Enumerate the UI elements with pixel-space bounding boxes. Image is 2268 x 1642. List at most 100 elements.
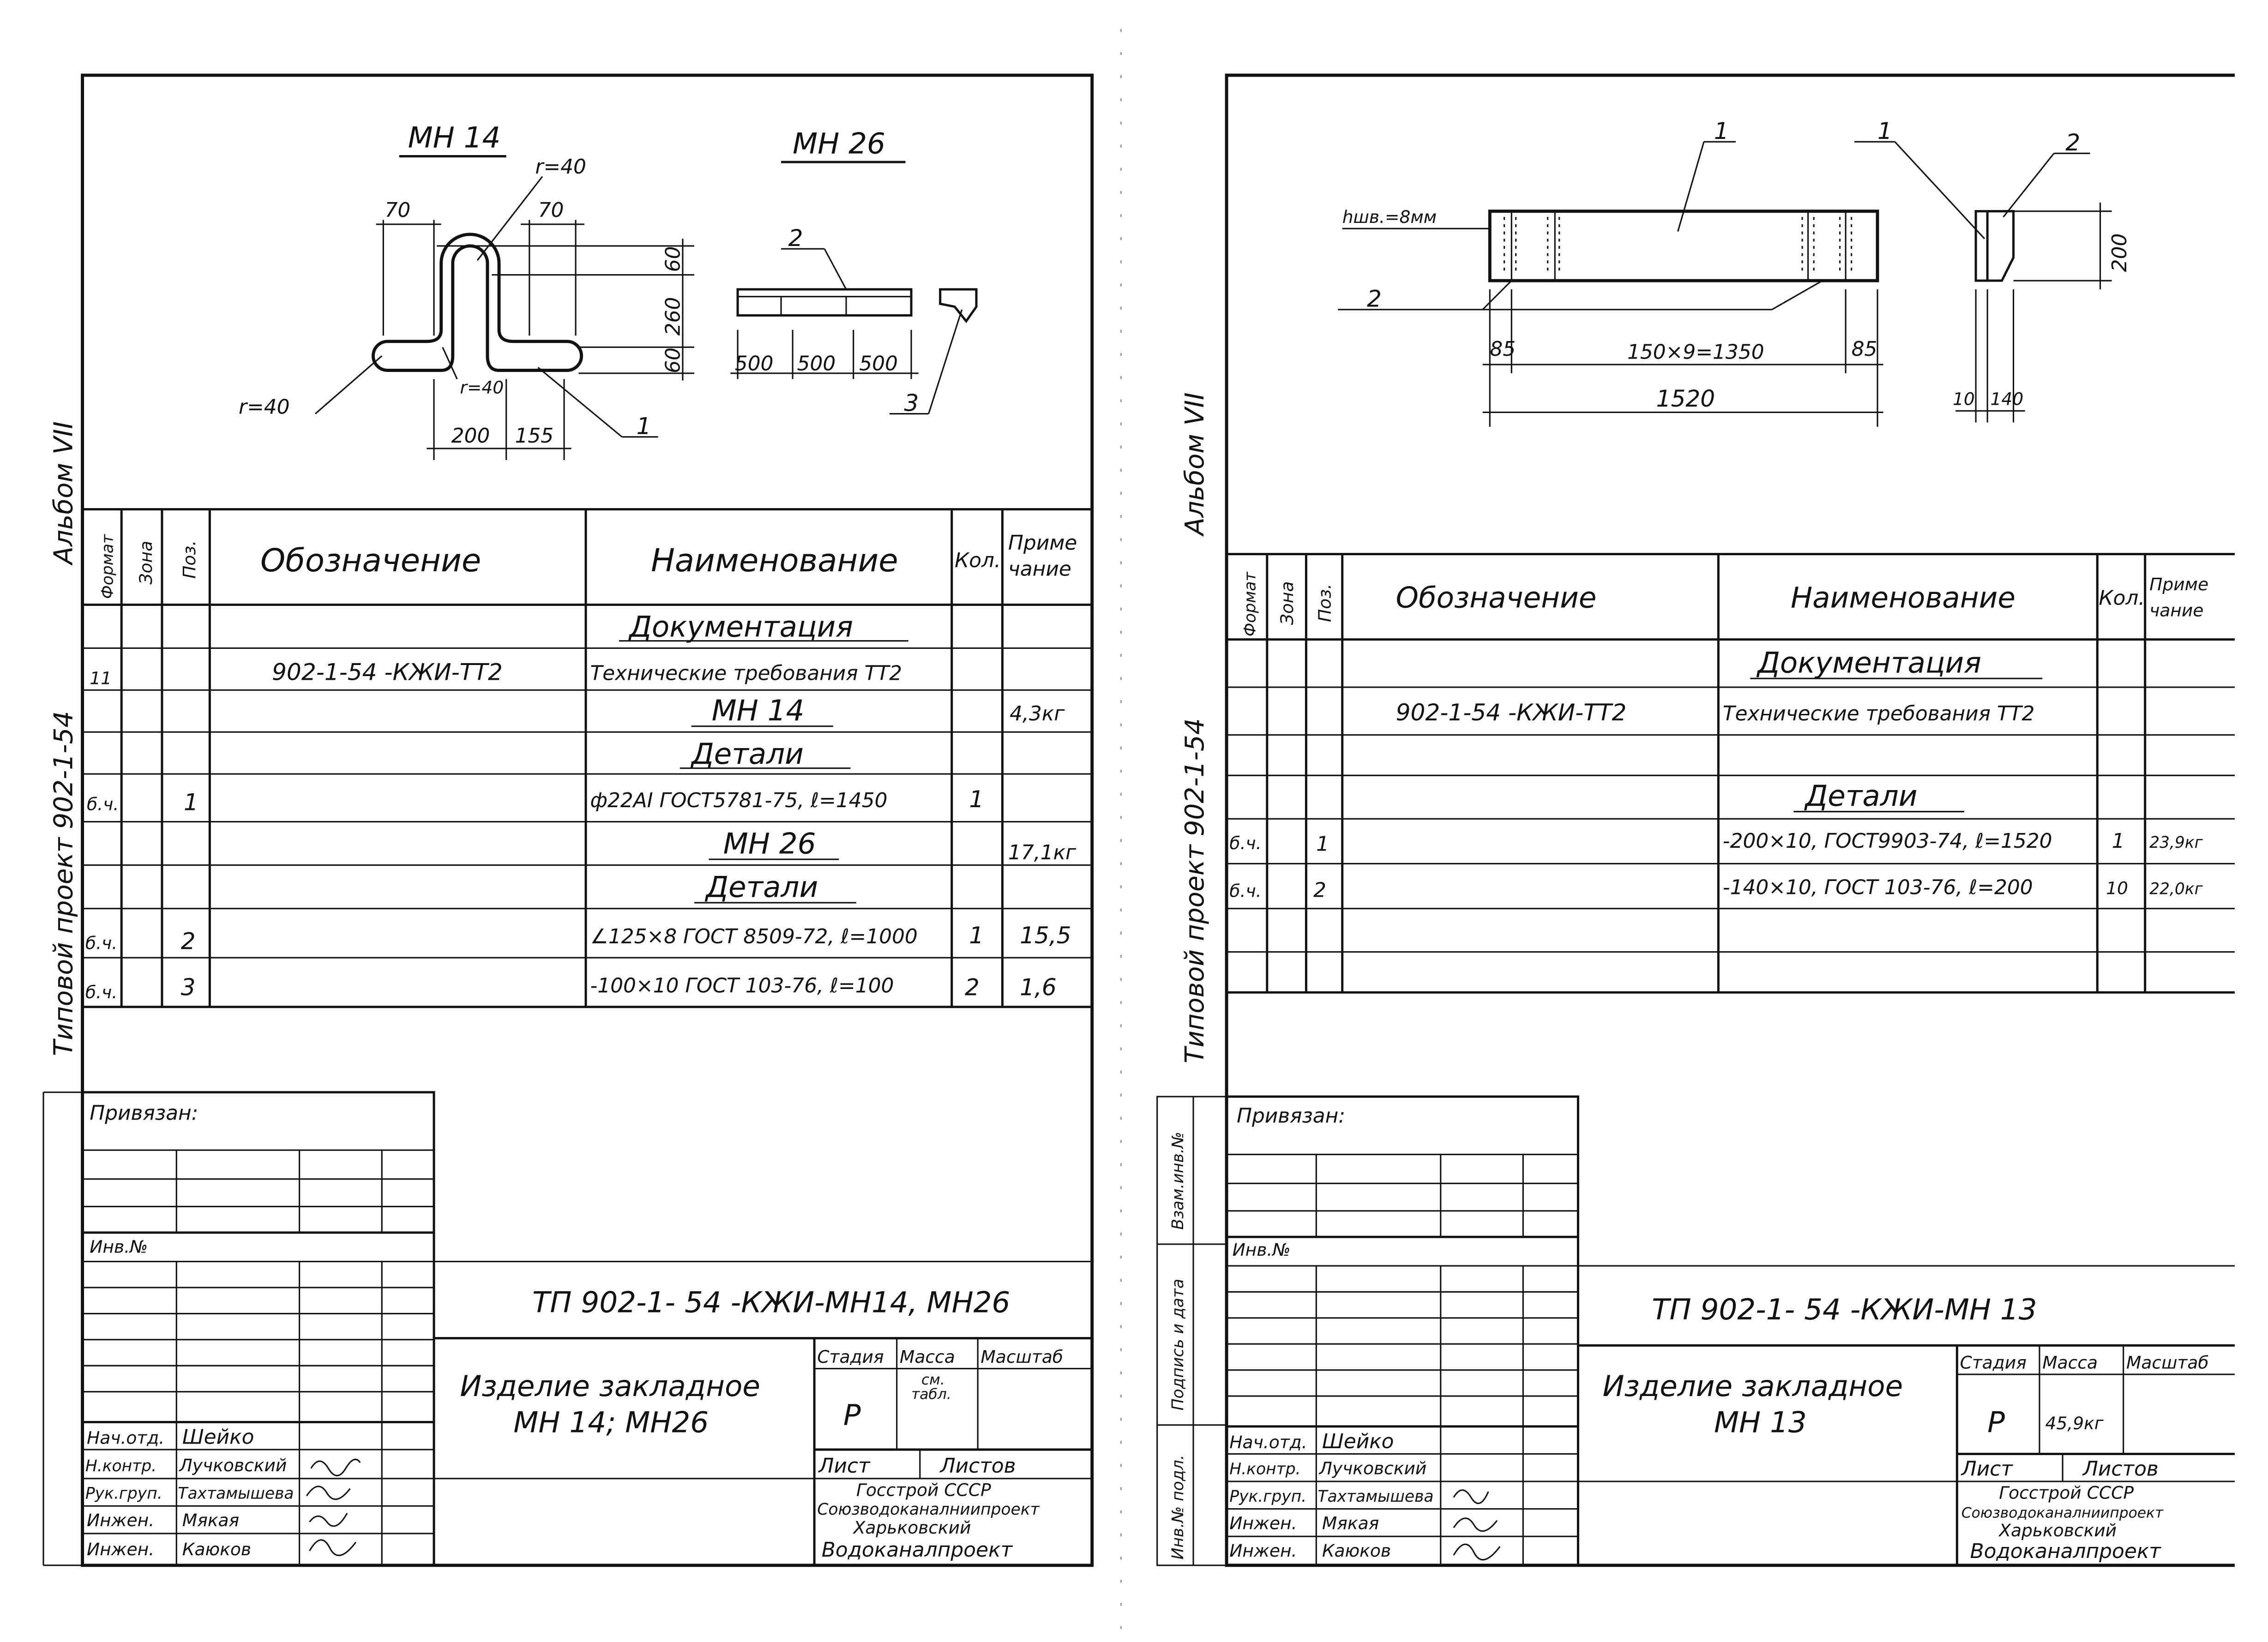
table-row: Документация	[619, 610, 908, 643]
right-spec-table: Формат Зона Поз. Обозначение Наименовани…	[1227, 553, 2235, 994]
dim-85-right: 85	[1852, 337, 1877, 361]
row-qty: 2	[965, 974, 980, 1001]
left-frame	[81, 73, 1094, 1567]
dim-1350: 150×9=1350	[1627, 340, 1764, 364]
stamp-title-1: Изделие закладное	[1603, 1369, 1903, 1403]
row-format: б.ч.	[87, 794, 119, 814]
person-role: Инжен.	[87, 1510, 154, 1530]
hdr-note-1: Приме	[2149, 574, 2208, 594]
person-name: Тахтамышева	[178, 1485, 294, 1503]
right-sheet: Инв.№ подл. Подпись и дата Взам.инв.№ Ал…	[1156, 73, 2235, 1567]
table-row: 11 902-1-54 -КЖИ-ТТ2 Технические требова…	[90, 658, 902, 688]
callout-2-left: 2	[788, 224, 803, 252]
left-album-caption: Альбом VII	[49, 421, 79, 566]
row-name: Документация	[628, 610, 853, 643]
hdr-note-2: чание	[2149, 600, 2203, 620]
hdr-qty: Кол.	[955, 549, 1001, 572]
callout-2b: 2	[1367, 285, 1382, 312]
hdr-qty: Кол.	[2099, 586, 2145, 610]
stamp-mass-value-1: см.	[921, 1372, 945, 1388]
row-note: 4,3кг	[1010, 702, 1065, 725]
mh14-bar-drawing: 70 70 r=40 r=40 r=40 60 260 60 20	[239, 155, 694, 460]
row-name: Детали	[704, 870, 818, 904]
left-binding-block: Привязан: Инв.№ Нач.отд. Шейко	[81, 1091, 1092, 1567]
table-row: Документация	[1750, 646, 2043, 680]
stamp-mass-header: Масса	[2042, 1353, 2098, 1373]
inv-label: Инв.№	[1233, 1240, 1291, 1260]
table-row: б.ч. 1 ф22АI ГОСТ5781-75, ℓ=1450 1	[87, 785, 984, 815]
row-name: -100×10 ГОСТ 103-76, ℓ=100	[590, 974, 894, 997]
stamp-org-1: Госстрой СССР	[856, 1480, 991, 1500]
person-name: Тахтамышева	[1317, 1487, 1433, 1506]
signature-marks	[306, 1458, 361, 1556]
hdr-note-1: Приме	[1008, 531, 1077, 555]
table-row: б.ч. 2 -140×10, ГОСТ 103-76, ℓ=200 10 22…	[1229, 875, 2203, 902]
row-name: МН 26	[723, 827, 816, 861]
right-side-strip	[1156, 1096, 1227, 1566]
hdr-format: Формат	[98, 534, 117, 599]
callout-1b: 1	[1877, 117, 1892, 144]
hdr-format: Формат	[1241, 572, 1260, 637]
callout-3-left: 3	[904, 389, 919, 416]
table-row: Детали	[680, 737, 851, 771]
stamp-org-2: Союзводоканалниипроект	[817, 1500, 1040, 1519]
row-name: Документация	[1756, 646, 1981, 680]
person-name: Каюков	[182, 1539, 251, 1559]
person-name: Лучковский	[179, 1455, 287, 1475]
person-role: Нач.отд.	[87, 1428, 164, 1448]
person-role: Инжен.	[1229, 1513, 1297, 1533]
row-format: 11	[90, 668, 112, 689]
signature-marks	[1453, 1489, 1501, 1561]
right-frame	[1225, 73, 2235, 1567]
right-title-stamp: ТП 902-1- 54 -КЖИ-МН 13 Стадия Масса Мас…	[1578, 1293, 2235, 1565]
person-name: Каюков	[1322, 1540, 1391, 1561]
table-row: б.ч. 3 -100×10 ГОСТ 103-76, ℓ=100 2 1,6	[85, 974, 1057, 1002]
callout-1a: 1	[1714, 117, 1729, 144]
dim-260: 260	[662, 297, 685, 336]
row-name: Технические требования ТТ2	[590, 661, 902, 685]
callout-1-left: 1	[637, 412, 651, 439]
stamp-org-4: Водоканалпроект	[822, 1538, 1013, 1562]
row-pos: 1	[184, 788, 199, 815]
row-qty: 10	[2106, 878, 2128, 898]
dim-140: 140	[1990, 389, 2023, 409]
hdr-zone: Зона	[136, 541, 156, 585]
table-row: Детали	[1793, 779, 1965, 813]
row-qty: 1	[969, 785, 984, 813]
row-format: б.ч.	[1229, 833, 1261, 853]
person-name: Мякая	[182, 1510, 239, 1530]
dim-70-right: 70	[538, 198, 564, 222]
row-note: 17,1кг	[1008, 841, 1077, 864]
row-name: ∠125×8 ГОСТ 8509-72, ℓ=1000	[590, 925, 917, 948]
right-binding-block: Привязан: Инв.№ Нач.отд. Шейко	[1225, 1095, 2235, 1567]
left-spec-table: Формат Зона Поз. Обозначение Наименовани…	[82, 508, 1092, 1008]
row-note: 15,5	[1020, 922, 1071, 949]
row-designation: 902-1-54 -КЖИ-ТТ2	[1396, 699, 1627, 726]
row-name: ф22АI ГОСТ5781-75, ℓ=1450	[590, 789, 887, 812]
row-name: Технические требования ТТ2	[1723, 702, 2035, 725]
row-name: Детали	[1804, 779, 1917, 813]
right-project-caption: Типовой проект 902-1-54	[1180, 718, 1210, 1063]
stamp-mass-value: 45,9кг	[2045, 1413, 2103, 1433]
stamp-title-1: Изделие закладное	[460, 1369, 760, 1403]
dim-1520: 1520	[1656, 385, 1715, 412]
row-name: -200×10, ГОСТ9903-74, ℓ=1520	[1723, 829, 2052, 853]
mh14-title: МН 14	[408, 121, 501, 155]
stamp-scale-header: Масштаб	[2126, 1353, 2209, 1373]
person-role: Нач.отд.	[1229, 1432, 1307, 1452]
right-album-caption: Альбом VII	[1180, 392, 1210, 537]
person-name: Мякая	[1322, 1513, 1379, 1533]
dim-r40-left: r=40	[239, 396, 290, 419]
stamp-org-3: Харьковский	[853, 1517, 971, 1538]
row-name: -140×10, ГОСТ 103-76, ℓ=200	[1723, 875, 2033, 899]
hdr-pos: Поз.	[179, 540, 199, 579]
hdr-name: Наименование	[1791, 581, 2015, 615]
row-designation: 902-1-54 -КЖИ-ТТ2	[272, 658, 503, 685]
stamp-code: ТП 902-1- 54 -КЖИ-МН14, МН26	[532, 1285, 1010, 1319]
row-format: б.ч.	[85, 933, 117, 953]
dim-r40-top: r=40	[535, 155, 586, 179]
left-sheet: Альбом VII Типовой проект 902-1-54 МН 14…	[42, 73, 1094, 1567]
person-role: Инжен.	[87, 1539, 154, 1559]
